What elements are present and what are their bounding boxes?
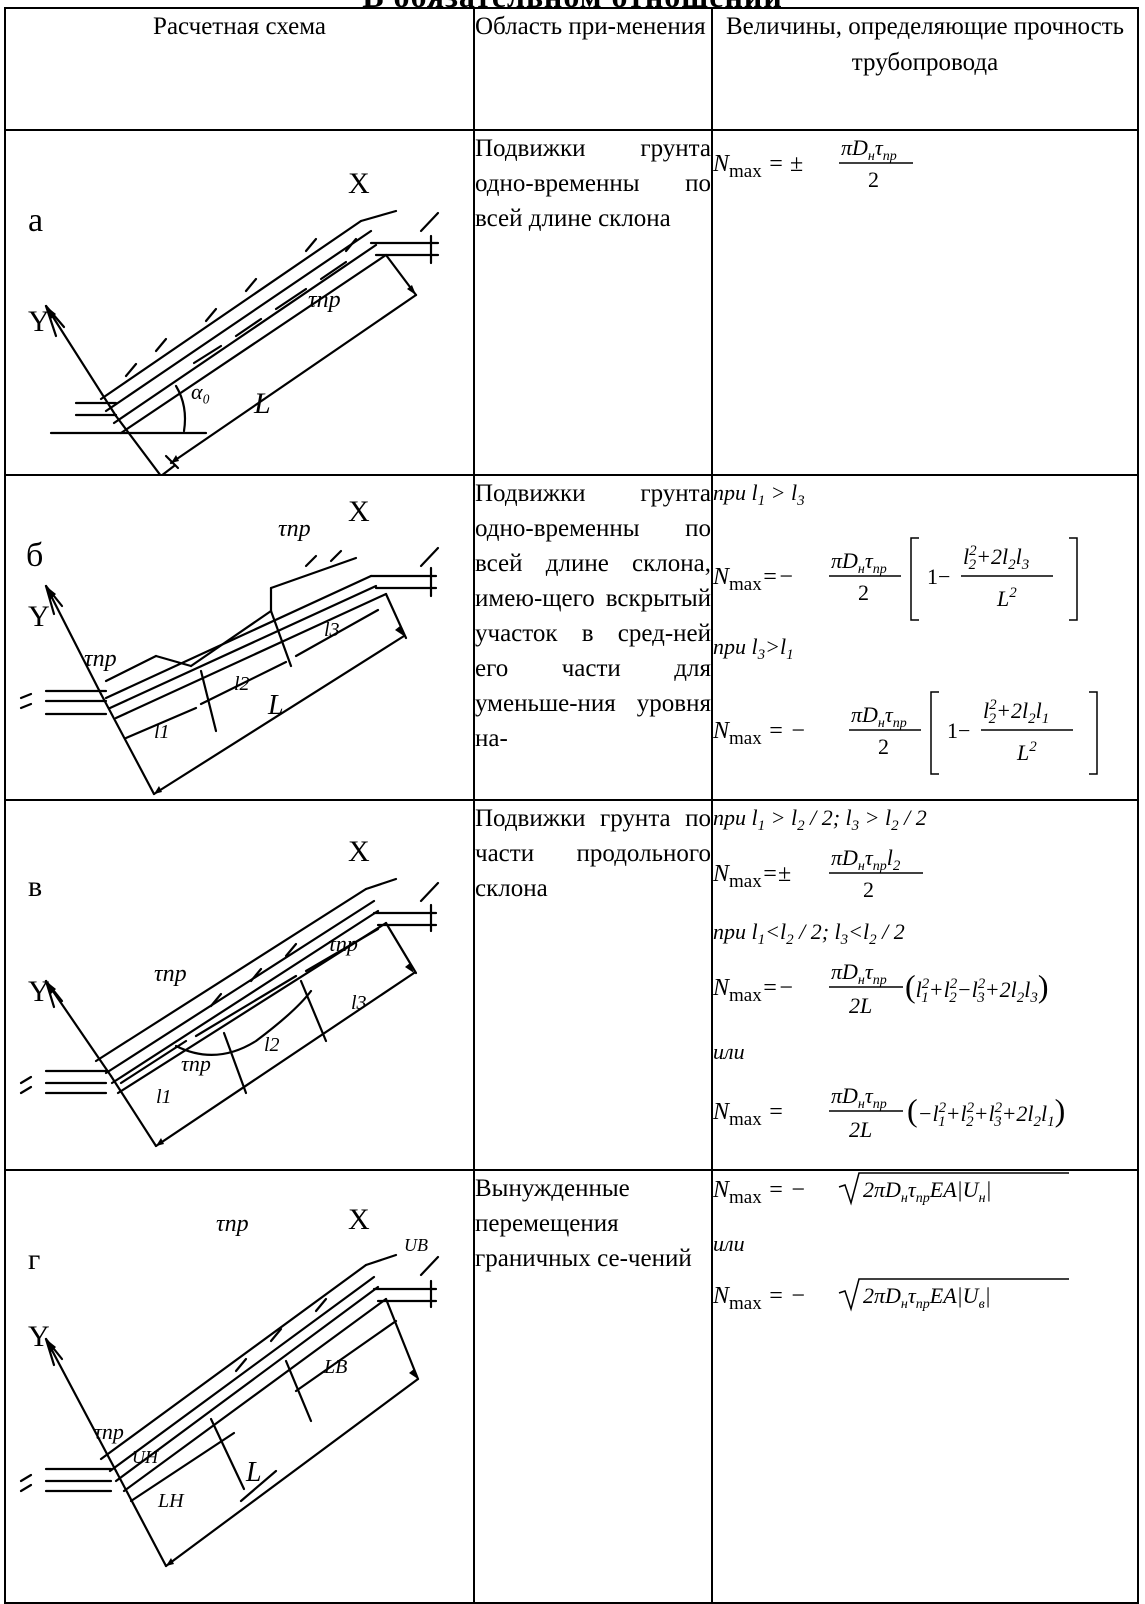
formula-cell-d: Nmax = − 2πDнτпрEA|Uн| или Nmax = − 2πDн… (711, 1169, 1139, 1604)
scheme-diagram-b: б X Y τпр τпр l1 l2 l3 L (19, 495, 440, 796)
svg-text:(−l21+l22+l23+2l2l1): (−l21+l22+l23+2l2l1) (907, 1092, 1065, 1130)
shear-label-top: τпр (216, 1211, 249, 1237)
svg-text:1−: 1− (947, 718, 970, 743)
length-l3-label: l3 (351, 992, 367, 1014)
svg-text:Nmax = ±: Nmax = ± (713, 151, 803, 182)
formula-cell-c: при l1 > l2 / 2; l3 > l2 / 2 Nmax=± πDнτ… (711, 799, 1139, 1171)
header-scheme: Расчетная схема (4, 7, 475, 131)
length-l1-label: l1 (154, 721, 170, 743)
svg-text:при l1 > l3: при l1 > l3 (713, 480, 805, 509)
svg-text:2L: 2L (849, 1117, 872, 1142)
strength-table: Расчетная схема Область при-менения Вели… (4, 7, 1139, 1604)
row-letter-b: б (26, 537, 43, 574)
svg-text:при l1 > l2 / 2; l3 > l2 / 2: при l1 > l2 / 2; l3 > l2 / 2 (713, 805, 927, 834)
scheme-diagram-d: г X Y τпр τпр UН UВ LН LВ L (19, 1203, 440, 1568)
axis-y-label: Y (28, 975, 50, 1008)
displacement-ub-label: UВ (404, 1235, 428, 1255)
length-label: L (253, 387, 271, 420)
header-row: Расчетная схема Область при-менения Вели… (4, 7, 1139, 131)
scheme-cell-d: г X Y τпр τпр UН UВ LН LВ L (4, 1169, 475, 1604)
svg-text:πDнτпр: πDнτпр (831, 959, 887, 988)
length-L-label: L (245, 1457, 262, 1488)
svg-text:2L: 2L (849, 993, 872, 1018)
svg-text:Nmax=−: Nmax=− (713, 975, 794, 1006)
formula-c: при l1 > l2 / 2; l3 > l2 / 2 Nmax=± πDнτ… (713, 805, 1065, 1142)
formula-cell-a: Nmax = ± πDнτпр 2 (711, 129, 1139, 476)
displacement-uh-label: UН (132, 1447, 159, 1467)
table-row: б X Y τпр τпр l1 l2 l3 L Подвижки грунта… (4, 474, 1139, 801)
formula-d: Nmax = − 2πDнτпрEA|Uн| или Nmax = − 2πDн… (713, 1172, 1069, 1314)
axis-x-label: X (348, 167, 370, 200)
svg-text:2πDнτпрEA|Uн|: 2πDнτпрEA|Uн| (863, 1177, 992, 1206)
area-cell-d: Вынужденные перемещения граничных се-чен… (473, 1169, 713, 1604)
svg-text:(l21+l22−l23+2l2l3): (l21+l22−l23+2l2l3) (905, 968, 1048, 1006)
length-lh-label: LН (157, 1490, 185, 1512)
svg-text:L2: L2 (1016, 739, 1037, 765)
axis-y-label: Y (28, 600, 50, 633)
svg-text:2: 2 (868, 167, 879, 192)
svg-text:Nmax = −: Nmax = − (713, 718, 806, 749)
header-area: Область при-менения (473, 7, 713, 131)
axis-x-label: X (348, 1203, 370, 1236)
length-l3-label: l3 (324, 619, 340, 641)
shear-label-1: τпр (154, 961, 187, 987)
row-letter-a: а (28, 202, 43, 239)
axis-y-label: Y (28, 1320, 50, 1353)
shear-label-right: τпр (278, 516, 311, 542)
svg-text:или: или (713, 1039, 745, 1064)
length-l2-label: l2 (264, 1034, 280, 1056)
table-row: а X Y τпр α₀ L Подвижки грунта одно-врем… (4, 129, 1139, 476)
scheme-diagram-c: в X Y τпр τпр τпр l1 l2 l3 (19, 835, 440, 1148)
header-values: Величины, определяющие прочность трубопр… (711, 7, 1139, 131)
svg-text:πDнτпрl2: πDнτпрl2 (831, 845, 901, 874)
table-row: г X Y τпр τпр UН UВ LН LВ L Вынужденные … (4, 1169, 1139, 1604)
svg-text:2πDнτпрEA|Uв|: 2πDнτпрEA|Uв| (863, 1283, 991, 1312)
svg-text:2: 2 (858, 580, 869, 605)
svg-text:Nmax = −: Nmax = − (713, 1283, 806, 1314)
svg-text:πDнτпр: πDнτпр (831, 548, 887, 577)
axis-x-label: X (348, 495, 370, 528)
svg-text:или: или (713, 1231, 745, 1256)
shear-label: τпр (308, 287, 341, 313)
table-row: в X Y τпр τпр τпр l1 l2 l3 Подвижки грун… (4, 799, 1139, 1171)
svg-text:1−: 1− (927, 564, 950, 589)
axis-x-label: X (348, 835, 370, 868)
scheme-cell-a: а X Y τпр α₀ L (4, 129, 475, 476)
svg-text:πDнτпр: πDнτпр (841, 135, 897, 164)
shear-label-left: τпр (84, 646, 117, 672)
svg-text:l22+2l2l1: l22+2l2l1 (983, 697, 1049, 727)
svg-text:l22+2l2l3: l22+2l2l3 (963, 543, 1029, 573)
shear-label-bottom: τпр (94, 1419, 124, 1444)
shear-label-3: τпр (181, 1051, 211, 1076)
angle-label: α₀ (191, 379, 210, 404)
scheme-cell-c: в X Y τпр τпр τпр l1 l2 l3 (4, 799, 475, 1171)
scheme-cell-b: б X Y τпр τпр l1 l2 l3 L (4, 474, 475, 801)
row-letter-d: г (28, 1243, 40, 1276)
axis-y-label: Y (28, 305, 50, 338)
svg-text:Nmax =: Nmax = (713, 1099, 784, 1130)
svg-text:Nmax=−: Nmax=− (713, 564, 794, 595)
shear-label-2: τпр (328, 931, 358, 956)
area-cell-c: Подвижки грунта по части продольного скл… (473, 799, 713, 1171)
length-l2-label: l2 (234, 673, 250, 695)
scheme-diagram-a: а X Y τпр α₀ L (28, 167, 440, 473)
svg-text:L2: L2 (996, 585, 1017, 611)
length-L-label: L (267, 690, 284, 721)
svg-text:πDнτпр: πDнτпр (851, 702, 907, 731)
svg-text:πDнτпр: πDнτпр (831, 1083, 887, 1112)
area-cell-b: Подвижки грунта одно-временны по всей дл… (473, 474, 713, 801)
svg-text:Nmax = −: Nmax = − (713, 1177, 806, 1208)
svg-text:Nmax=±: Nmax=± (713, 861, 791, 892)
row-letter-c: в (28, 870, 42, 903)
length-lb-label: LВ (323, 1356, 347, 1378)
svg-text:2: 2 (863, 877, 874, 902)
formula-a-1: Nmax = ± πDнτпр 2 (713, 135, 913, 192)
svg-text:при l1<l2 / 2; l3<l2 / 2: при l1<l2 / 2; l3<l2 / 2 (713, 919, 905, 948)
area-cell-a: Подвижки грунта одно-временны по всей дл… (473, 129, 713, 476)
svg-text:2: 2 (878, 734, 889, 759)
svg-text:при l3>l1: при l3>l1 (713, 634, 794, 663)
length-l1-label: l1 (156, 1086, 172, 1108)
